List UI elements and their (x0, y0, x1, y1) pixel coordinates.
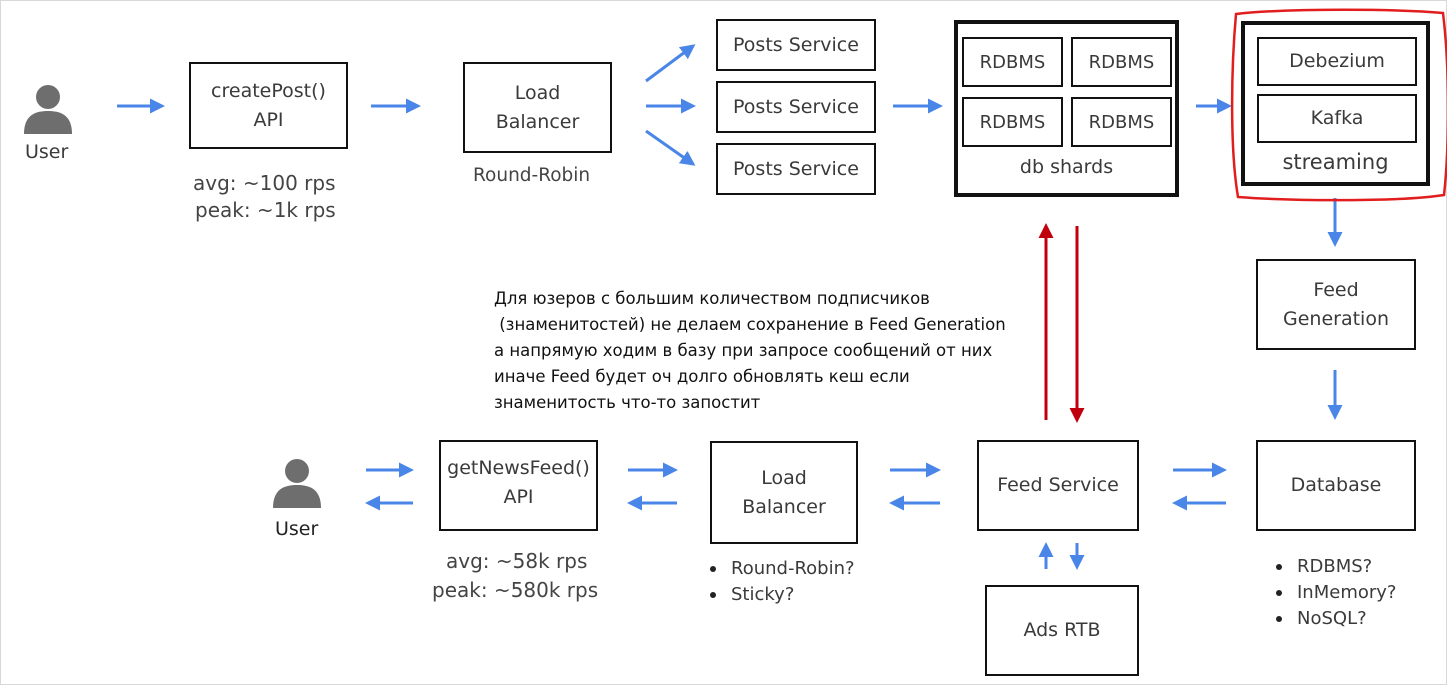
rdbms-shard-label: RDBMS (979, 111, 1046, 133)
user-icon (273, 459, 321, 508)
getnewsfeed-peak-rps: peak: ~580k rps (432, 578, 599, 602)
streaming-label: streaming (1282, 149, 1389, 174)
top-lb-algorithm: Round-Robin (473, 165, 591, 186)
user-icon (24, 85, 72, 134)
posts-service-box: Posts Service (716, 81, 876, 133)
database-label: Database (1290, 474, 1382, 497)
top-lb-line1: Load (514, 82, 561, 104)
createpost-api-box: createPost() API (189, 62, 348, 149)
lb-options-list: Round-Robin? Sticky? (707, 556, 855, 608)
database-option-item: InMemory? (1273, 580, 1396, 606)
createpost-avg-rps: avg: ~100 rps (193, 171, 336, 195)
createpost-peak-rps: peak: ~1k rps (195, 198, 336, 222)
rdbms-shard-box: RDBMS (1071, 37, 1172, 87)
posts-service-label: Posts Service (733, 33, 859, 56)
arrow-lb-to-posts-1 (645, 44, 696, 83)
top-load-balancer-box: Load Balancer (463, 62, 612, 153)
database-option-item: RDBMS? (1273, 554, 1396, 580)
rdbms-shard-box: RDBMS (1071, 97, 1172, 147)
getnewsfeed-api-box: getNewsFeed() API (439, 440, 598, 531)
rdbms-shard-box: RDBMS (962, 37, 1063, 87)
db-shards-label: db shards (1019, 155, 1114, 178)
ads-rtb-box: Ads RTB (985, 585, 1139, 676)
feed-generation-line1: Feed (1313, 279, 1359, 301)
kafka-label: Kafka (1310, 107, 1364, 130)
lb-option-item: Round-Robin? (707, 556, 855, 582)
feed-generation-box: Feed Generation (1256, 259, 1416, 350)
rdbms-shard-label: RDBMS (979, 51, 1046, 73)
bottom-lb-line2: Balancer (742, 495, 826, 518)
database-option-item: NoSQL? (1273, 606, 1396, 632)
rdbms-shard-label: RDBMS (1088, 51, 1155, 73)
posts-service-box: Posts Service (716, 143, 876, 195)
posts-service-box: Posts Service (716, 19, 876, 71)
database-box: Database (1256, 440, 1416, 531)
bottom-load-balancer-box: Load Balancer (710, 441, 858, 544)
createpost-api-type: API (253, 108, 284, 131)
arrow-lb-to-posts-3 (645, 129, 696, 166)
feed-service-label: Feed Service (997, 474, 1119, 497)
feed-service-box: Feed Service (977, 440, 1139, 531)
rdbms-shard-box: RDBMS (962, 97, 1063, 147)
getnewsfeed-avg-rps: avg: ~58k rps (446, 549, 588, 573)
posts-service-label: Posts Service (733, 157, 859, 180)
lb-option-item: Sticky? (707, 582, 855, 608)
bottom-lb-line1: Load (761, 467, 807, 489)
createpost-api-name: createPost() (211, 80, 326, 102)
debezium-box: Debezium (1257, 37, 1417, 86)
getnewsfeed-api-type: API (503, 485, 534, 508)
posts-service-label: Posts Service (733, 95, 859, 118)
top-lb-line2: Balancer (495, 110, 580, 133)
ads-rtb-label: Ads RTB (1023, 619, 1101, 642)
getnewsfeed-api-name: getNewsFeed() (447, 457, 590, 479)
celebrity-note: Для юзеров с большим количеством подписч… (494, 289, 1006, 413)
user-label: User (275, 518, 319, 540)
kafka-box: Kafka (1257, 94, 1417, 143)
database-options-list: RDBMS? InMemory? NoSQL? (1273, 554, 1396, 632)
streaming-highlight-circle (1230, 8, 1447, 202)
user-label: User (25, 141, 69, 163)
debezium-label: Debezium (1289, 50, 1385, 73)
rdbms-shard-label: RDBMS (1088, 111, 1155, 133)
feed-generation-line2: Generation (1283, 307, 1389, 330)
